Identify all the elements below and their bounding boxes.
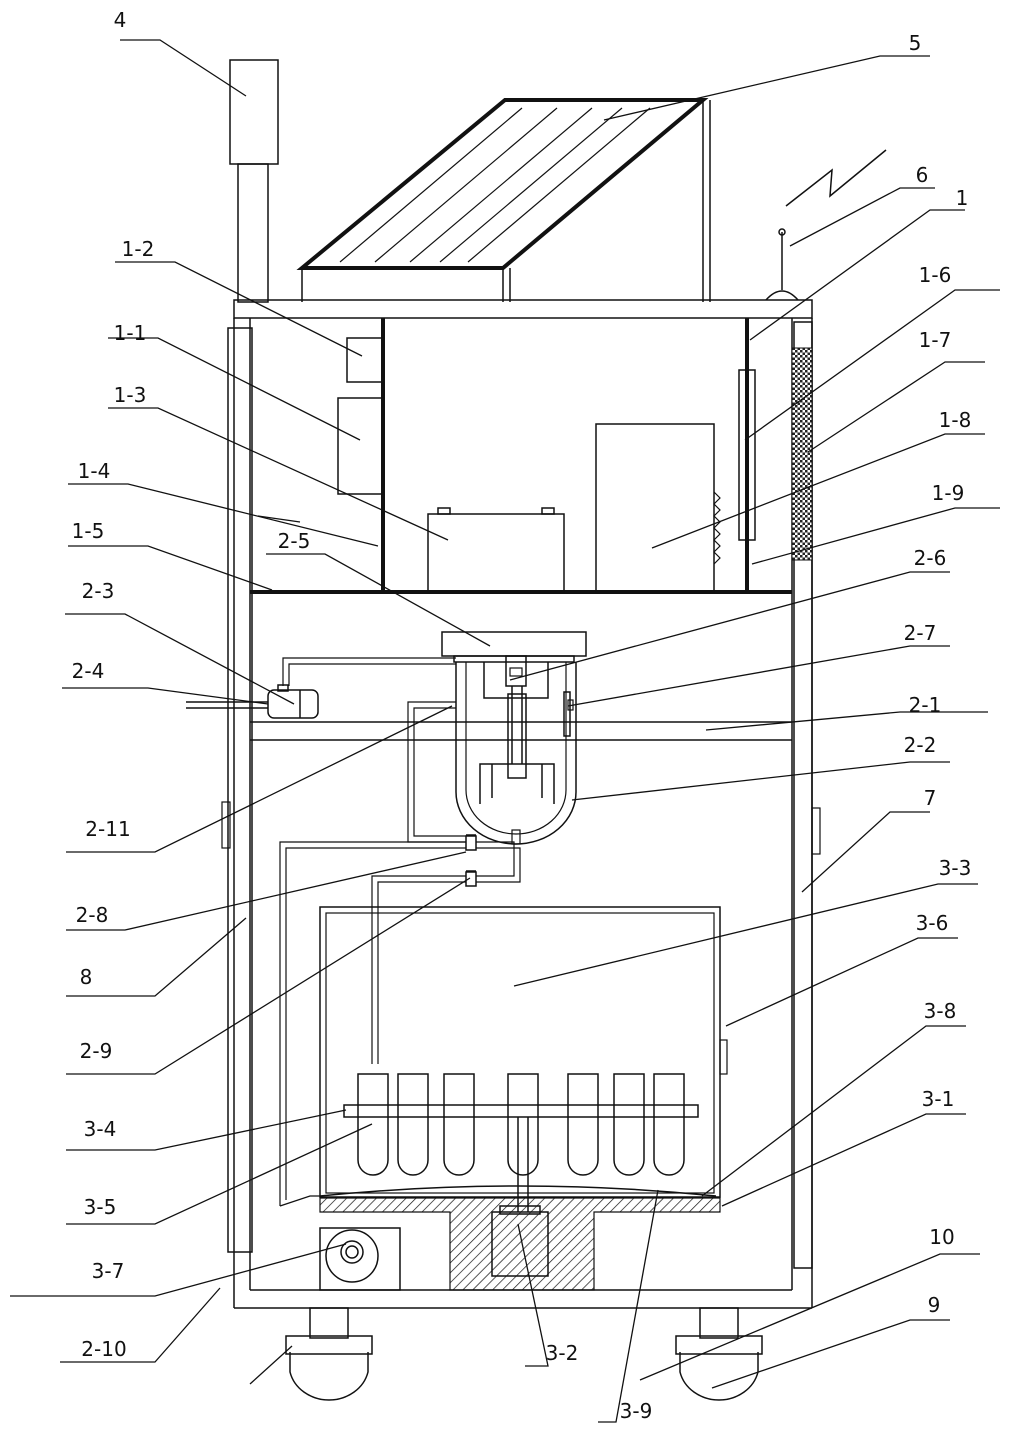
callout-2-1: 2-1 — [909, 693, 942, 717]
callout-1-7: 1-7 — [919, 328, 952, 352]
callout-3-2: 3-2 — [546, 1341, 579, 1365]
callout-1: 1 — [956, 186, 969, 210]
callout-2-10: 2-10 — [81, 1337, 126, 1361]
callout-2-2: 2-2 — [904, 733, 937, 757]
callout-3-4: 3-4 — [84, 1117, 117, 1141]
callout-1-1: 1-1 — [114, 321, 147, 345]
sampling-section — [186, 631, 792, 1206]
callout-1-5: 1-5 — [72, 519, 105, 543]
callout-6: 6 — [916, 163, 929, 187]
callout-3-3: 3-3 — [939, 856, 972, 880]
callout-2-5: 2-5 — [278, 529, 311, 553]
mast-device — [229, 59, 279, 303]
callout-2-9: 2-9 — [80, 1039, 113, 1063]
callout-3-7: 3-7 — [92, 1259, 125, 1283]
callout-2-8: 2-8 — [76, 903, 109, 927]
wheel-right — [675, 1307, 763, 1401]
sample-tubes — [357, 1073, 685, 1176]
callout-1-3: 1-3 — [114, 383, 147, 407]
callout-7: 7 — [924, 786, 937, 810]
callout-3-5: 3-5 — [84, 1195, 117, 1219]
callout-3-6: 3-6 — [916, 911, 949, 935]
callout-8: 8 — [80, 965, 93, 989]
callout-9: 9 — [928, 1293, 941, 1317]
callout-1-6: 1-6 — [919, 263, 952, 287]
callout-1-4: 1-4 — [78, 459, 111, 483]
storage-section — [279, 906, 728, 1291]
callout-1-9: 1-9 — [932, 481, 965, 505]
callout-1-2: 1-2 — [122, 237, 155, 261]
callout-2-7: 2-7 — [904, 621, 937, 645]
callout-2-4: 2-4 — [72, 659, 105, 683]
leader-lines — [10, 39, 1000, 1423]
callout-2-6: 2-6 — [914, 546, 947, 570]
wheel-left — [285, 1307, 373, 1401]
callout-5: 5 — [909, 31, 922, 55]
callout-2-3: 2-3 — [82, 579, 115, 603]
vent-mesh — [791, 347, 813, 561]
solar-panel — [296, 98, 711, 302]
callout-2-11: 2-11 — [85, 817, 130, 841]
antenna — [765, 228, 799, 301]
callout-3-1: 3-1 — [922, 1087, 955, 1111]
callout-3-9: 3-9 — [620, 1399, 653, 1423]
callout-labels: 4 5 6 1 1-2 1-6 1-1 1-7 1-3 1-8 1-4 1-9 … — [72, 8, 972, 1423]
callout-4: 4 — [114, 8, 127, 32]
callout-1-8: 1-8 — [939, 408, 972, 432]
callout-10: 10 — [929, 1225, 954, 1249]
signal-icon — [785, 149, 887, 207]
callout-3-8: 3-8 — [924, 999, 957, 1023]
cabinet — [221, 299, 821, 1309]
control-compartment — [250, 318, 792, 594]
